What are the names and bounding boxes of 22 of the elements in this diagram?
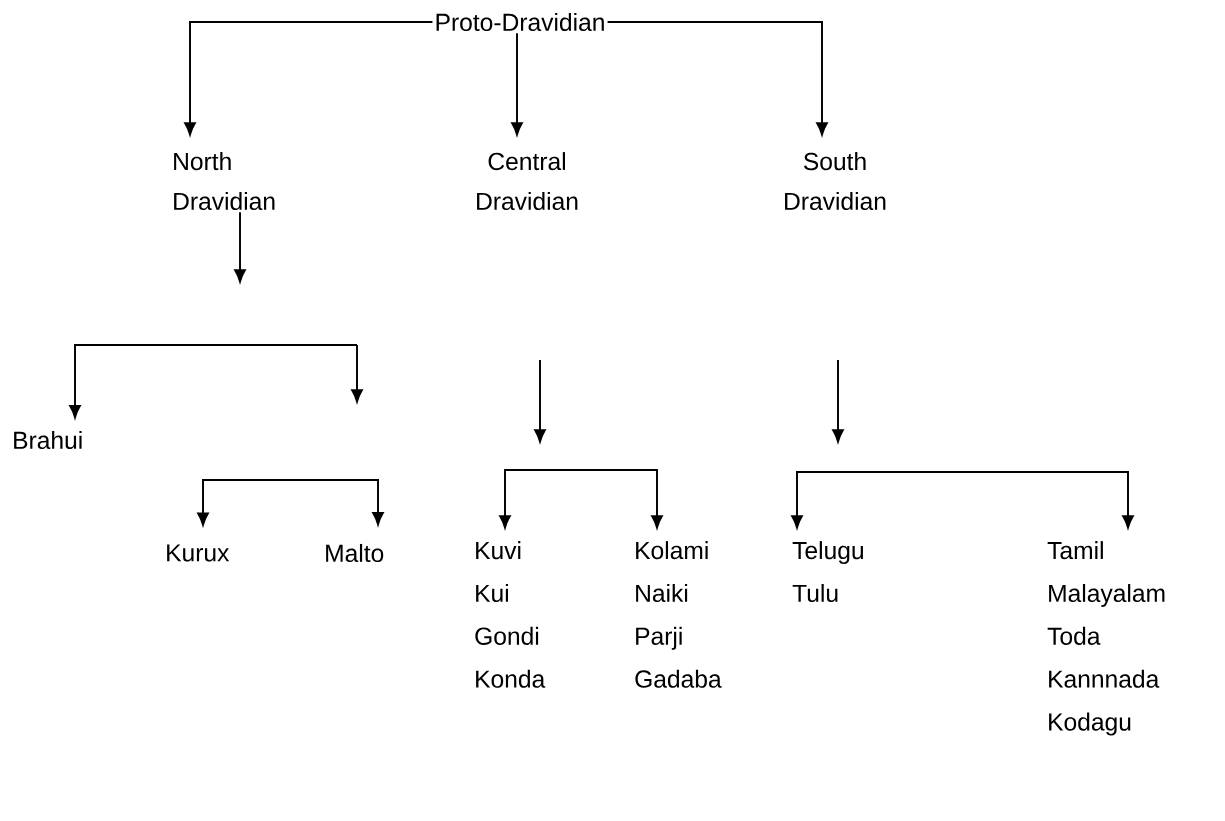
arrow [69,344,358,419]
arrow [197,479,291,526]
language-list: Kuvi Kui Gondi Konda [475,541,546,688]
language-list: Kolami Naiki Parji Gadaba [635,541,722,688]
arrow [234,211,246,283]
arrow [959,471,1134,529]
language-label: Malto [326,543,384,563]
arrow [499,469,582,529]
language-label: Brahui [14,430,82,450]
language-label: Kurux [167,544,230,562]
arrow [184,21,434,136]
arrow [289,479,384,526]
language-list: Telugu Tulu [792,541,863,603]
language-label: South Dravidian [785,152,886,211]
language-label: North Dravidian [174,152,275,211]
arrow [511,32,523,136]
language-list: Tamil Malayalam Toda Kannnada Kodagu [1047,541,1165,736]
arrow [580,469,663,529]
language-label: Central Dravidian [477,152,578,211]
arrow [791,471,961,529]
arrow [606,21,828,136]
language-label: Proto-Dravidian [436,12,604,32]
